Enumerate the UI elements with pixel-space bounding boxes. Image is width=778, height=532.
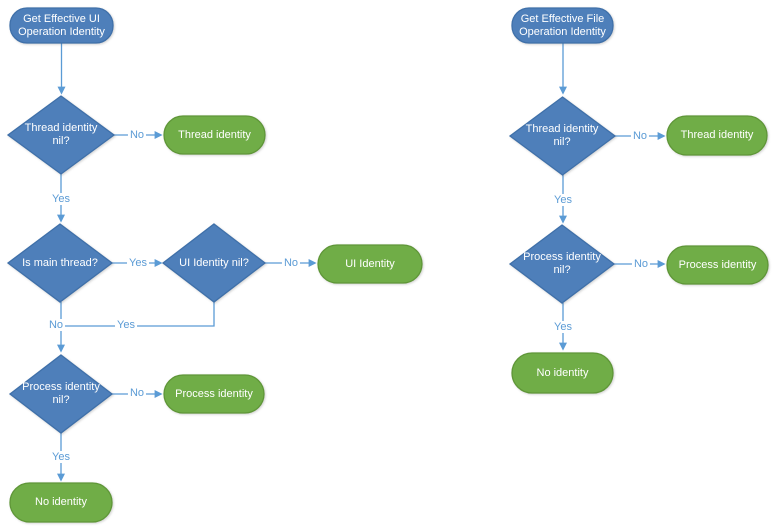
terminal-no-identity-file[interactable] xyxy=(511,352,614,394)
terminal-thread-identity-ui[interactable] xyxy=(163,115,266,155)
terminal-process-identity-ui[interactable] xyxy=(163,374,265,414)
terminal-ui-identity[interactable] xyxy=(317,244,423,284)
decision-thread-identity-nil-file[interactable] xyxy=(508,96,617,176)
terminal-process-identity-file[interactable] xyxy=(666,245,769,285)
decision-thread-identity-nil-ui[interactable] xyxy=(6,95,116,175)
start-node-file-flow[interactable] xyxy=(511,7,614,44)
connector-ui-identity-q-yes-merge xyxy=(61,302,215,327)
decision-process-identity-nil-ui[interactable] xyxy=(8,354,114,434)
decision-process-identity-nil-file[interactable] xyxy=(508,224,616,304)
decision-ui-identity-nil[interactable] xyxy=(161,223,267,303)
decision-is-main-thread[interactable] xyxy=(6,223,114,303)
terminal-no-identity-ui[interactable] xyxy=(9,482,113,523)
start-node-ui-flow[interactable] xyxy=(9,7,114,44)
terminal-thread-identity-file[interactable] xyxy=(666,115,768,156)
